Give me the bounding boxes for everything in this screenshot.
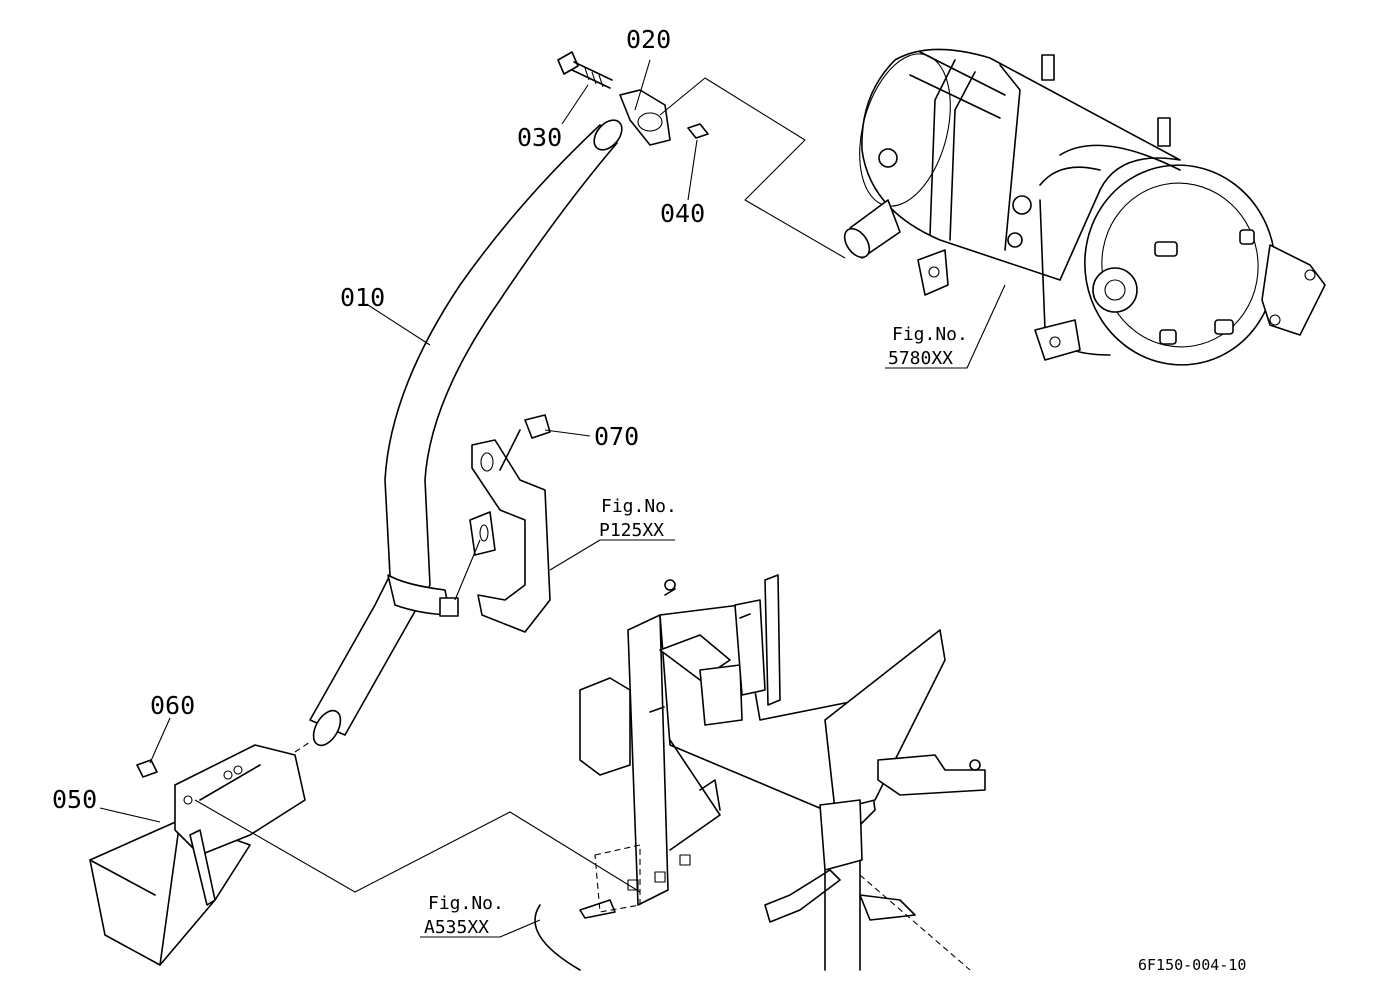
deflector-050: [89, 744, 306, 966]
support-bracket: [469, 439, 551, 633]
part-label-040: 040: [660, 199, 705, 228]
fig-ref-a535xx-line2: A535XX: [424, 917, 489, 938]
fig-ref-5780xx-line2: 5780XX: [888, 348, 953, 369]
muffler-assembly: [843, 48, 1326, 366]
part-label-030: 030: [517, 123, 562, 152]
part-label-020: 020: [626, 25, 671, 54]
leader-lines: [99, 59, 1006, 938]
part-label-010: 010: [340, 283, 385, 312]
drawing-code: 6F150-004-10: [1138, 956, 1246, 974]
bolt-060: [136, 759, 158, 778]
exhaust-pipe: [309, 119, 623, 747]
fig-ref-a535xx-line1: Fig.No.: [428, 893, 504, 914]
nut-040: [687, 123, 709, 139]
frame-assembly: [534, 574, 986, 971]
part-label-060: 060: [150, 691, 195, 720]
fig-ref-p125xx-line2: P125XX: [599, 520, 664, 541]
bolt-030: [557, 51, 613, 89]
fig-ref-p125xx-line1: Fig.No.: [601, 496, 677, 517]
bolt-070: [499, 414, 551, 471]
part-label-050: 050: [52, 785, 97, 814]
clamp-020: [619, 89, 671, 146]
clamp-nut: [439, 597, 459, 617]
fig-ref-5780xx-line1: Fig.No.: [892, 324, 968, 345]
part-label-070: 070: [594, 422, 639, 451]
